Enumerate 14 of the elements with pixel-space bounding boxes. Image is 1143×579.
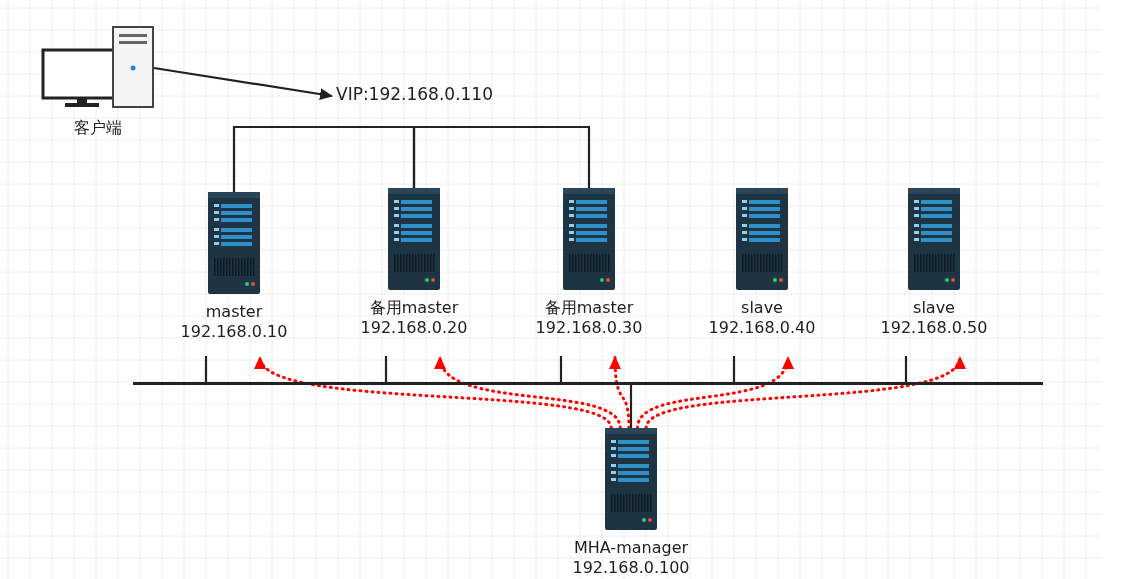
node-label: master 192.168.0.10 xyxy=(179,302,289,342)
node-label: slave 192.168.0.50 xyxy=(879,298,989,338)
address-label: VIP:192.168.0.110 xyxy=(336,84,494,104)
node-label: MHA-manager 192.168.0.100 xyxy=(571,538,691,578)
connector-line xyxy=(232,125,416,192)
node-label: 客户端 xyxy=(73,118,123,138)
node-label: 备用master 192.168.0.20 xyxy=(359,298,469,338)
node-label: slave 192.168.0.40 xyxy=(707,298,817,338)
arrow xyxy=(153,66,333,101)
node-label: 备用master 192.168.0.30 xyxy=(534,298,644,338)
arrow xyxy=(609,355,631,430)
connector-line xyxy=(629,385,633,428)
connector-line xyxy=(412,125,591,188)
connector-line xyxy=(204,356,208,382)
